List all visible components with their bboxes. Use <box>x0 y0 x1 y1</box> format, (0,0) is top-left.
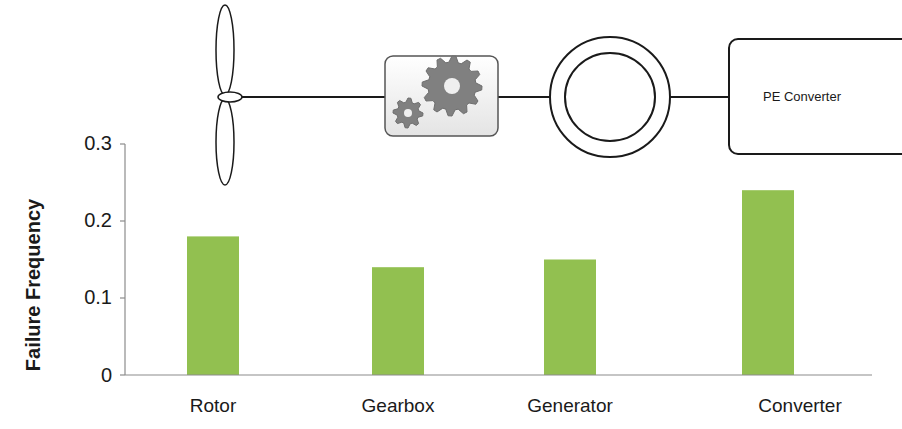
generator-rotor <box>565 53 655 141</box>
y-tick <box>120 220 125 221</box>
failure-bar <box>742 190 794 375</box>
gearbox-housing <box>385 56 498 136</box>
tick-label: 0 <box>101 364 112 386</box>
gear <box>393 98 423 128</box>
x-axis <box>125 374 872 375</box>
y-tick <box>120 374 125 375</box>
gear-hole <box>404 109 412 117</box>
tick-label: 0.2 <box>84 209 112 231</box>
tick-label: 0.1 <box>84 286 112 308</box>
generator-stator <box>550 37 670 157</box>
y-tick <box>120 143 125 144</box>
rotor-blade <box>216 5 234 95</box>
converter-label: PE Converter <box>730 89 874 105</box>
failure-bar <box>544 260 596 376</box>
rotor-blade <box>216 99 234 185</box>
failure-bar <box>187 236 239 375</box>
axis-title: Failure Frequency <box>22 199 44 371</box>
category-label: Rotor <box>190 396 236 417</box>
rotor-hub <box>218 92 242 102</box>
tick-label: 0.3 <box>84 132 112 154</box>
y-axis <box>124 144 125 375</box>
category-label: Generator <box>527 396 613 417</box>
category-label: Converter <box>758 396 841 417</box>
gear-hole <box>444 78 460 94</box>
chart-axes <box>120 144 872 375</box>
failure-bar <box>372 267 424 375</box>
gear <box>422 56 482 116</box>
y-tick <box>120 297 125 298</box>
converter-box: PE Converter <box>728 38 902 155</box>
gear-icon <box>393 56 482 128</box>
category-label: Gearbox <box>362 396 435 417</box>
